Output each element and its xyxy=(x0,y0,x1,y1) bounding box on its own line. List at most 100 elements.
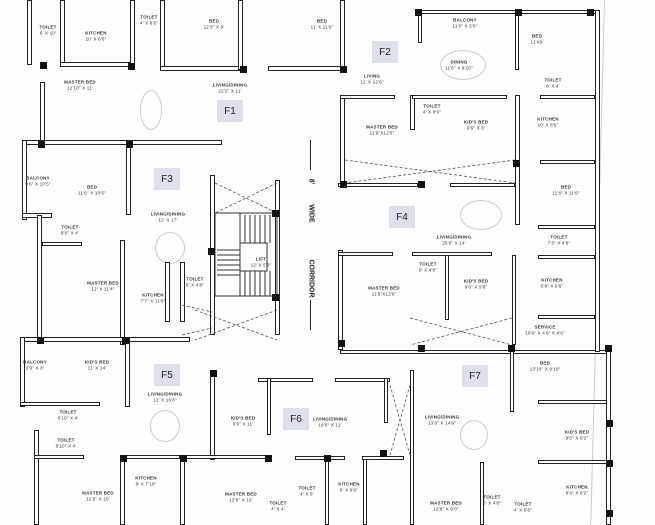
wall xyxy=(180,262,185,322)
room-name: LIVING xyxy=(363,73,381,79)
room-dimensions: 11'6" X 8'10" xyxy=(445,65,473,70)
room-name: MASTER BED xyxy=(87,280,119,286)
room-name: TOILET xyxy=(269,500,287,506)
flat-marker-f2: F2 xyxy=(372,41,398,63)
room-name: KID'S BED xyxy=(230,415,256,421)
room-dimensions: 8' X 4'8" xyxy=(185,282,205,287)
wall xyxy=(384,378,388,423)
arrow-up-icon xyxy=(310,140,311,170)
column xyxy=(380,450,387,457)
room-dimensions: 6' X 10' xyxy=(39,30,57,35)
flat-marker-f6: F6 xyxy=(283,408,309,430)
room-dimensions: 10' X 8'6" xyxy=(537,122,559,127)
room-dimensions: 11'6" X 11'6" xyxy=(552,190,580,195)
room-dimensions: 11'X8' xyxy=(530,39,544,44)
room-name: TOILET xyxy=(419,261,437,267)
room-dimensions: 12' X 16'8" xyxy=(153,397,177,402)
wall xyxy=(540,95,595,99)
wall xyxy=(538,315,595,319)
corridor-word-corridor: CORRIDOR xyxy=(307,259,315,298)
room-dimensions: 22'2" X 11' xyxy=(218,88,242,93)
corridor-word-wide: WIDE xyxy=(307,204,315,223)
column xyxy=(513,160,520,167)
column xyxy=(606,460,613,467)
column xyxy=(180,455,187,462)
room-dimensions: 6' X 4' xyxy=(546,83,560,88)
room-name: TOILET xyxy=(423,103,441,109)
room-name: KITCHEN xyxy=(135,475,157,481)
column xyxy=(126,141,133,148)
column xyxy=(508,345,515,352)
dining-table-icon xyxy=(150,410,180,442)
wall xyxy=(338,252,393,256)
room-dimensions: 8' X 9'6" xyxy=(339,487,359,492)
wall xyxy=(338,183,418,187)
room-dimensions: 12'8" X 9'0" xyxy=(433,506,459,511)
corridor-annotation: 8' WIDE CORRIDOR xyxy=(300,140,322,330)
room-name: BED xyxy=(539,360,551,366)
room-dimensions: 10'6" X 4'6" X 4'6" xyxy=(525,330,565,335)
column xyxy=(128,63,135,70)
room-dimensions: 8'6" X 8'2" xyxy=(565,490,589,495)
flat-marker-f7: F7 xyxy=(462,365,488,387)
wall xyxy=(412,252,492,256)
column xyxy=(340,66,347,73)
room-name: KID'S BED xyxy=(463,278,489,284)
room-dimensions: 12'6" X 10' xyxy=(229,497,253,502)
column xyxy=(272,294,279,301)
wall xyxy=(450,183,515,187)
column xyxy=(415,9,422,16)
flat-marker-f1: F1 xyxy=(217,100,243,122)
dining-table-icon xyxy=(140,90,162,130)
column xyxy=(272,210,279,217)
corridor-width-label: 8' xyxy=(307,178,315,185)
room-name: MASTER BED xyxy=(366,124,398,130)
room-dimensions: 7'7" X 11'8" xyxy=(140,298,166,303)
room-dimensions: 4' X 8' xyxy=(300,491,314,496)
column xyxy=(515,9,522,16)
room-dimensions: 8'10" X 4' xyxy=(57,415,79,420)
flat-marker-f5: F5 xyxy=(154,364,180,386)
column xyxy=(418,345,425,352)
room-name: KITCHEN xyxy=(541,277,563,283)
column xyxy=(210,370,217,377)
room-dimensions: 11'6"X12'6" xyxy=(369,130,395,135)
room-dimensions: 11'0" X 5'6" xyxy=(452,23,478,28)
column xyxy=(40,62,47,69)
room-dimensions: 9'6" X 9'6" xyxy=(464,284,488,289)
room-name: BED xyxy=(560,184,572,190)
room-name: BED xyxy=(86,184,98,190)
wall xyxy=(120,240,125,345)
column xyxy=(37,337,44,344)
room-dimensions: 11'6"X12'6" xyxy=(371,291,397,296)
wall xyxy=(42,242,82,246)
room-dimensions: 8' X 4'8" xyxy=(418,267,438,272)
room-name: BED xyxy=(208,18,220,24)
